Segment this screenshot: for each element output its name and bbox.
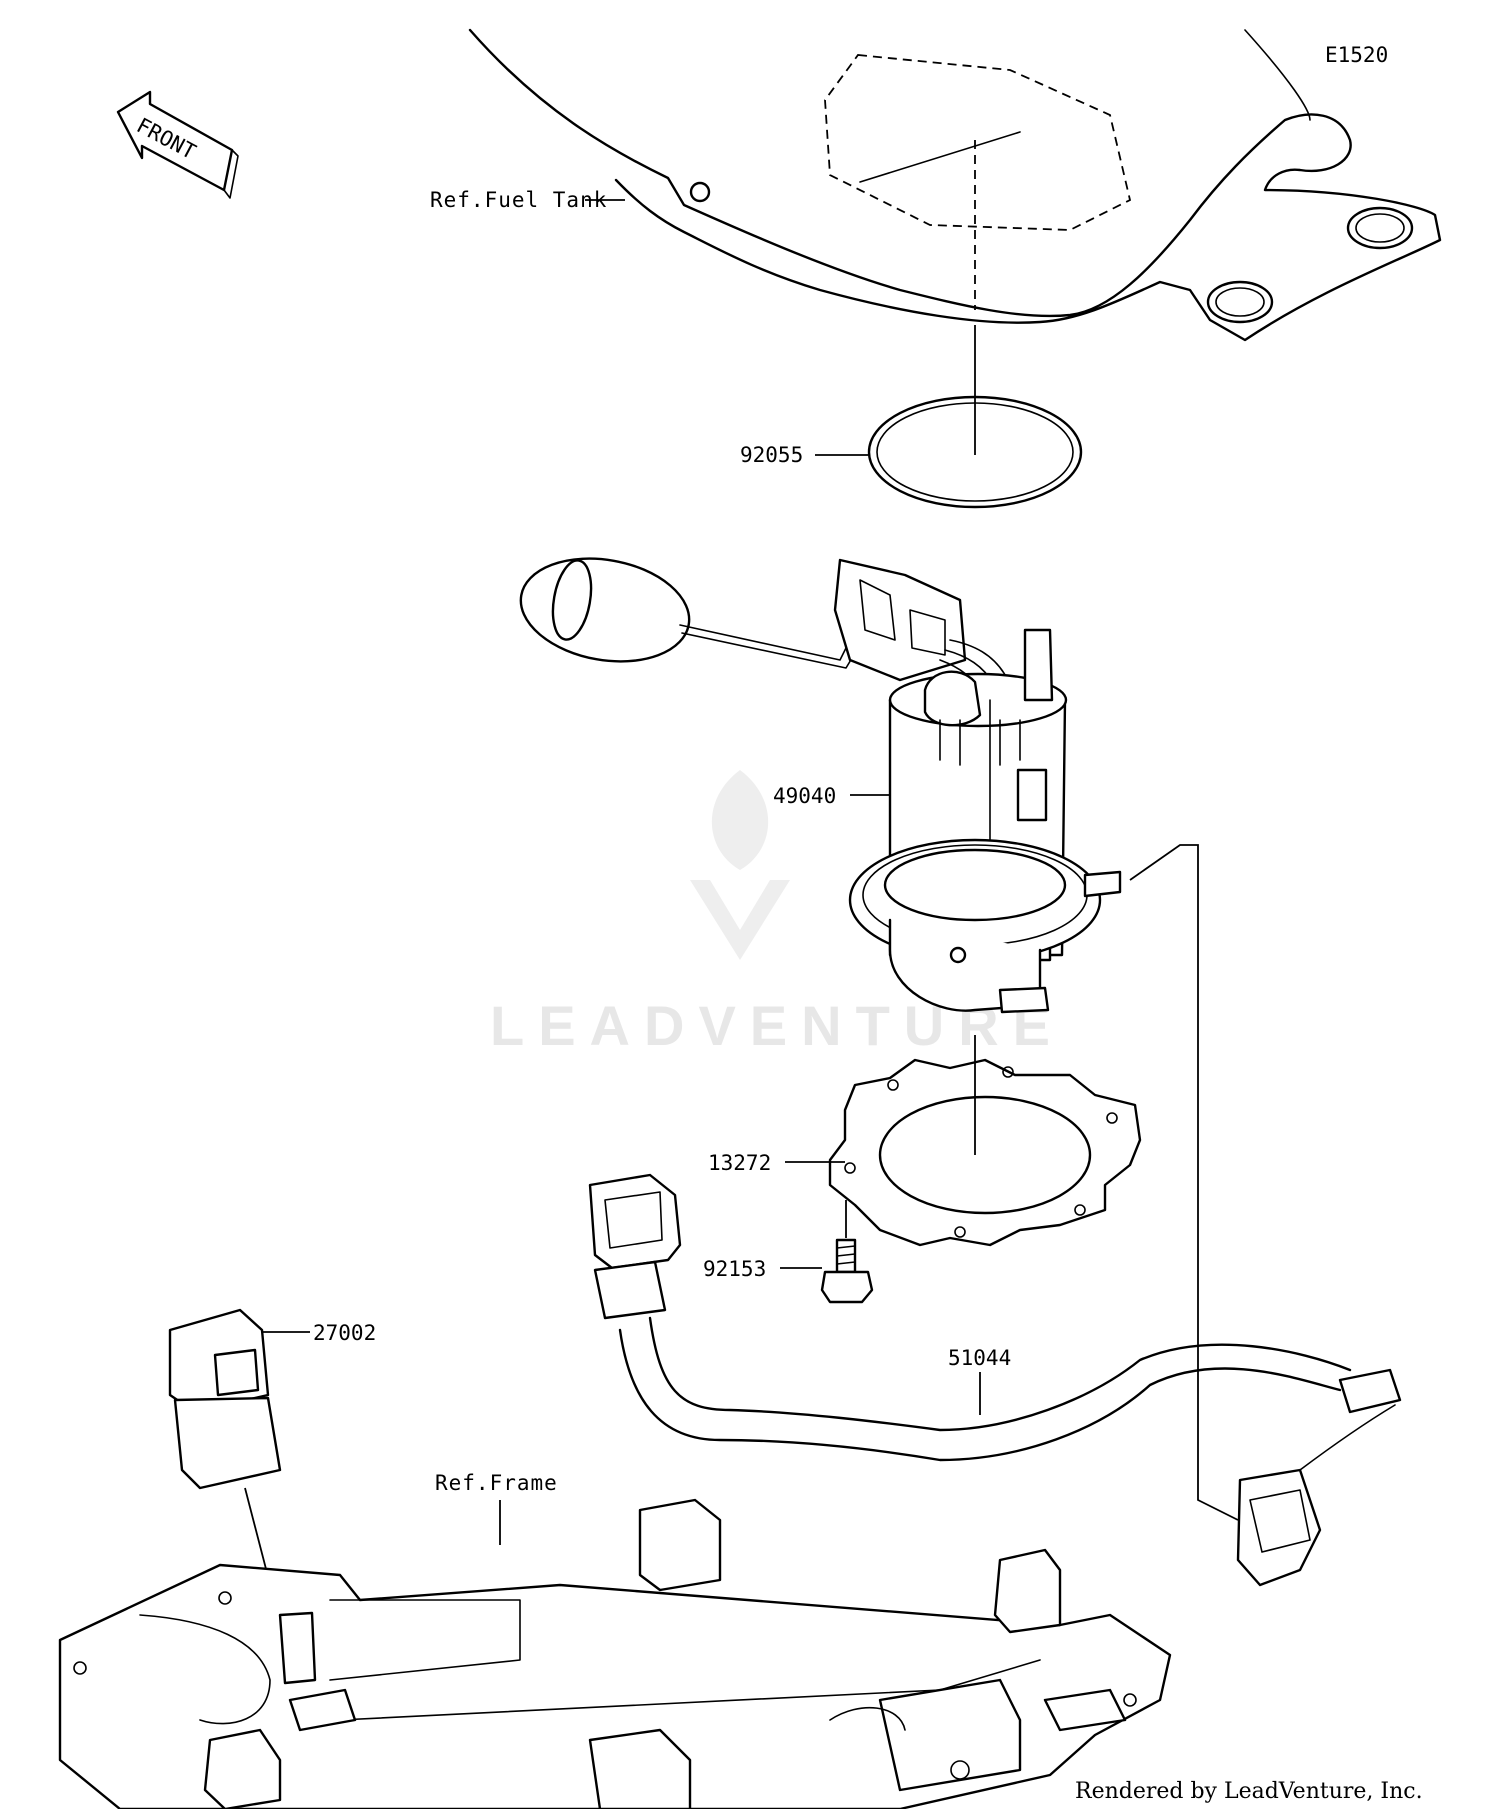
rendered-by-footer: Rendered by LeadVenture, Inc. bbox=[1075, 1779, 1423, 1804]
part-label-13272: 13272 bbox=[708, 1151, 771, 1175]
ref-frame-label: Ref.Frame bbox=[435, 1471, 558, 1495]
part-label-92153: 92153 bbox=[703, 1257, 766, 1281]
part-label-51044: 51044 bbox=[948, 1346, 1011, 1370]
part-92055-o-ring: 92055 bbox=[740, 325, 1083, 509]
part-label-27002: 27002 bbox=[313, 1321, 376, 1345]
fuel-tank: Ref.Fuel Tank bbox=[430, 28, 1442, 342]
diagram-code: E1520 bbox=[1325, 43, 1388, 67]
part-label-49040: 49040 bbox=[773, 784, 836, 808]
frame: Ref.Frame bbox=[58, 1471, 1172, 1809]
part-label-92055: 92055 bbox=[740, 443, 803, 467]
part-51044-fuel-hose: 51044 bbox=[588, 844, 1402, 1587]
part-27002-relay: 27002 bbox=[168, 1308, 376, 1701]
front-arrow-icon: FRONT bbox=[116, 90, 239, 199]
part-13272-gasket: 13272 bbox=[708, 1035, 1142, 1247]
ref-fuel-tank-label: Ref.Fuel Tank bbox=[430, 188, 607, 212]
part-49040-fuel-pump: 49040 bbox=[519, 557, 1122, 1014]
part-92153-bolt: 92153 bbox=[703, 1200, 874, 1304]
